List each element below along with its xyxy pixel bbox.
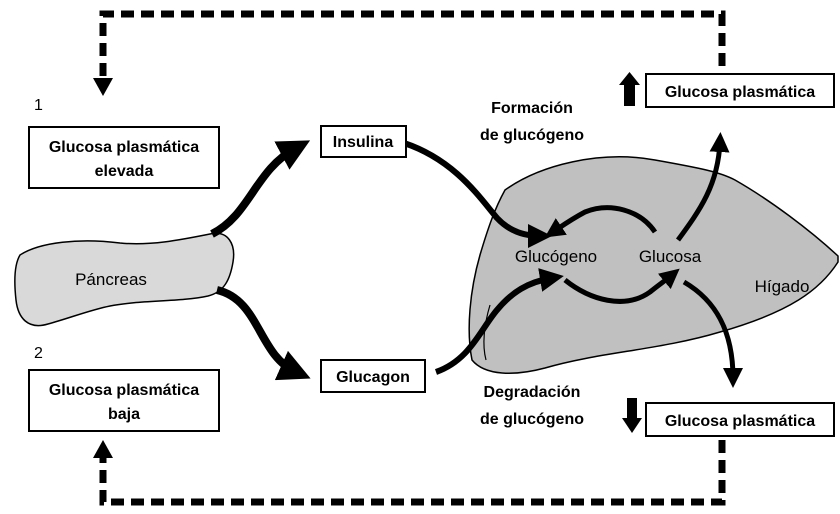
liver-shape — [468, 156, 839, 374]
formation-label-line1: Formación — [491, 100, 573, 117]
pancreas-label: Páncreas — [75, 270, 147, 289]
degradation-label-line2: de glucógeno — [480, 411, 584, 428]
box-low-glucose — [28, 369, 220, 432]
box-high-glucose-line1: Glucosa plasmática — [49, 139, 199, 156]
arrow-glucose-to-glycogen — [544, 205, 658, 238]
arrow-glucose-to-plasma-up — [675, 132, 730, 242]
box-plasma-glucose-up — [645, 73, 835, 108]
feedback-loop-bottom — [99, 440, 726, 506]
glycogen-label: Glucógeno — [515, 247, 597, 266]
feedback-loop-top — [99, 10, 726, 80]
arrow-pancreas-to-insulin — [210, 140, 311, 238]
liver-fold — [483, 304, 491, 361]
arrow-insulin-to-glycogen — [403, 140, 552, 248]
formation-label-line2: de glucógeno — [480, 127, 584, 144]
arrow-glycogen-to-glucose — [563, 268, 680, 304]
box-high-glucose-line2: elevada — [95, 163, 154, 180]
arrow-down-icon — [622, 398, 642, 433]
glucose-label: Glucosa — [639, 247, 702, 266]
liver-label: Hígado — [755, 277, 810, 296]
box-insulin-label: Insulina — [333, 134, 394, 151]
step-number-2: 2 — [34, 345, 43, 362]
degradation-label-line1: Degradación — [484, 384, 581, 401]
box-plasma-glucose-down — [645, 402, 835, 437]
box-low-glucose-line2: baja — [108, 406, 140, 423]
box-glucagon-label: Glucagon — [336, 369, 410, 386]
box-low-glucose-line1: Glucosa plasmática — [49, 382, 199, 399]
pancreas-shape — [14, 232, 235, 327]
step-number-1: 1 — [34, 97, 43, 114]
box-plasma-glucose-down-label: Glucosa plasmática — [665, 413, 815, 430]
box-high-glucose — [28, 126, 220, 189]
box-glucagon — [320, 359, 426, 393]
arrow-up-icon — [619, 72, 640, 106]
box-insulin — [320, 125, 407, 158]
arrow-pancreas-to-glucagon — [215, 286, 311, 381]
feedback-arrowhead-bottom — [93, 440, 113, 458]
arrow-glucose-to-plasma-down — [682, 279, 743, 388]
feedback-arrowhead-top — [93, 78, 113, 96]
arrow-glucagon-to-glycogen — [434, 268, 564, 375]
box-plasma-glucose-up-label: Glucosa plasmática — [665, 84, 815, 101]
